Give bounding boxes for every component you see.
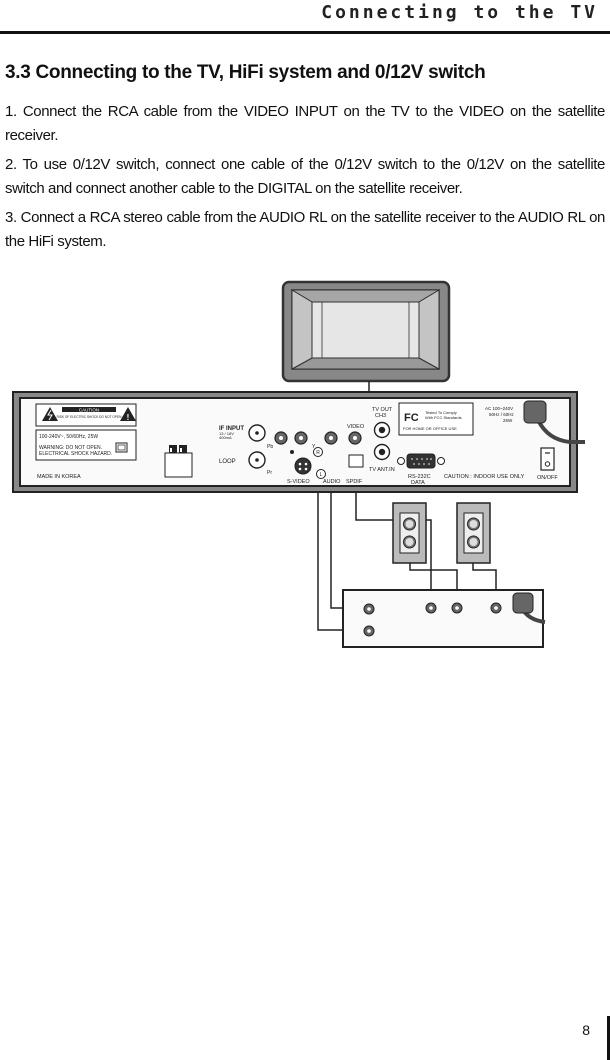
hifi-system <box>342 589 544 648</box>
page-edge-bar <box>607 1016 610 1060</box>
if-input-voltage: 13 / 18V <box>219 431 234 436</box>
receiver-rear-panel: CAUTION RISK OF ELECTRIC SHOCK DO NOT OP… <box>12 391 578 493</box>
tv-ant-in-label: TV ANT.IN <box>369 467 395 473</box>
if-input-current: 400mA <box>219 435 232 440</box>
ac-rating-line-1: AC 100~240V <box>485 406 513 411</box>
paragraph-switch-connection: 2. To use 0/12V switch, connect one cabl… <box>5 156 605 197</box>
pb-label: Pb <box>267 444 273 450</box>
lightning-warning-icon <box>42 407 58 421</box>
tv-out-label: TV OUT <box>372 407 393 413</box>
connection-diagram: CAUTION RISK OF ELECTRIC SHOCK DO NOT OP… <box>12 280 585 648</box>
section-title: 3.3 Connecting to the TV, HiFi system an… <box>5 62 486 83</box>
fcc-mark: FC <box>404 412 419 424</box>
warning-line-1: WARNING: DO NOT OPEN. <box>39 445 102 451</box>
hifi-power-plug <box>512 592 546 624</box>
hifi-speaker-right <box>456 502 491 564</box>
exclamation-warning-icon <box>120 407 136 421</box>
audio-label: AUDIO <box>323 479 341 485</box>
l-label: L <box>320 472 323 478</box>
paragraph-video-connection: 1. Connect the RCA cable from the VIDEO … <box>5 103 605 144</box>
caution-subtitle: RISK OF ELECTRIC SHOCK DO NOT OPEN <box>57 415 122 419</box>
made-in-label: MADE IN KOREA <box>37 474 81 480</box>
indoor-use-caution: CAUTION : INDOOR USE ONLY <box>444 474 525 480</box>
fcc-line-3: FOR HOME OR OFFICE USE <box>403 426 457 431</box>
paragraph-audio-connection: 3. Connect a RCA stereo cable from the A… <box>5 209 605 250</box>
fcc-label-box <box>398 402 474 436</box>
s-video-label: S-VIDEO <box>287 479 310 485</box>
fcc-line-2: With FCC Standards <box>425 415 462 420</box>
y-label: Y <box>312 444 316 450</box>
fcc-line-1: Tested To Comply <box>425 410 457 415</box>
on-off-label: ON/OFF <box>537 475 558 481</box>
rs232-label: RS-232C <box>408 474 431 480</box>
spdif-port <box>348 454 364 468</box>
pr-label: Pr <box>267 470 272 476</box>
caution-title: CAUTION <box>79 408 99 413</box>
header-rule <box>0 31 610 34</box>
switch-port <box>164 452 193 478</box>
power-switch <box>540 447 555 471</box>
video-label: VIDEO <box>347 424 365 430</box>
tv-out-channel: CH3 <box>375 413 386 419</box>
ac-rating-line-3: 25W <box>503 418 513 423</box>
rs232-sub-label: DATA <box>411 480 425 486</box>
loop-label: LOOP <box>219 459 236 465</box>
page-number: 8 <box>582 1022 590 1038</box>
svg-text:!: ! <box>127 413 130 422</box>
if-input-label: IF INPUT <box>219 426 244 432</box>
receiver-power-plug <box>523 400 585 444</box>
ac-rating-line-2: 50Hz / 60Hz <box>489 412 515 417</box>
running-header: Connecting to the TV <box>321 2 598 23</box>
r-label: R <box>316 450 320 456</box>
spdif-label: SPDIF <box>346 479 363 485</box>
power-rating: 100-240V~, 50/60Hz, 25W <box>39 434 98 440</box>
hifi-speaker-left <box>392 502 427 564</box>
s-video-connector <box>294 457 312 475</box>
rs232-connector <box>406 453 436 469</box>
warning-line-2: ELECTRICAL SHOCK HAZARD. <box>39 451 112 457</box>
tv-illustration <box>281 280 451 383</box>
